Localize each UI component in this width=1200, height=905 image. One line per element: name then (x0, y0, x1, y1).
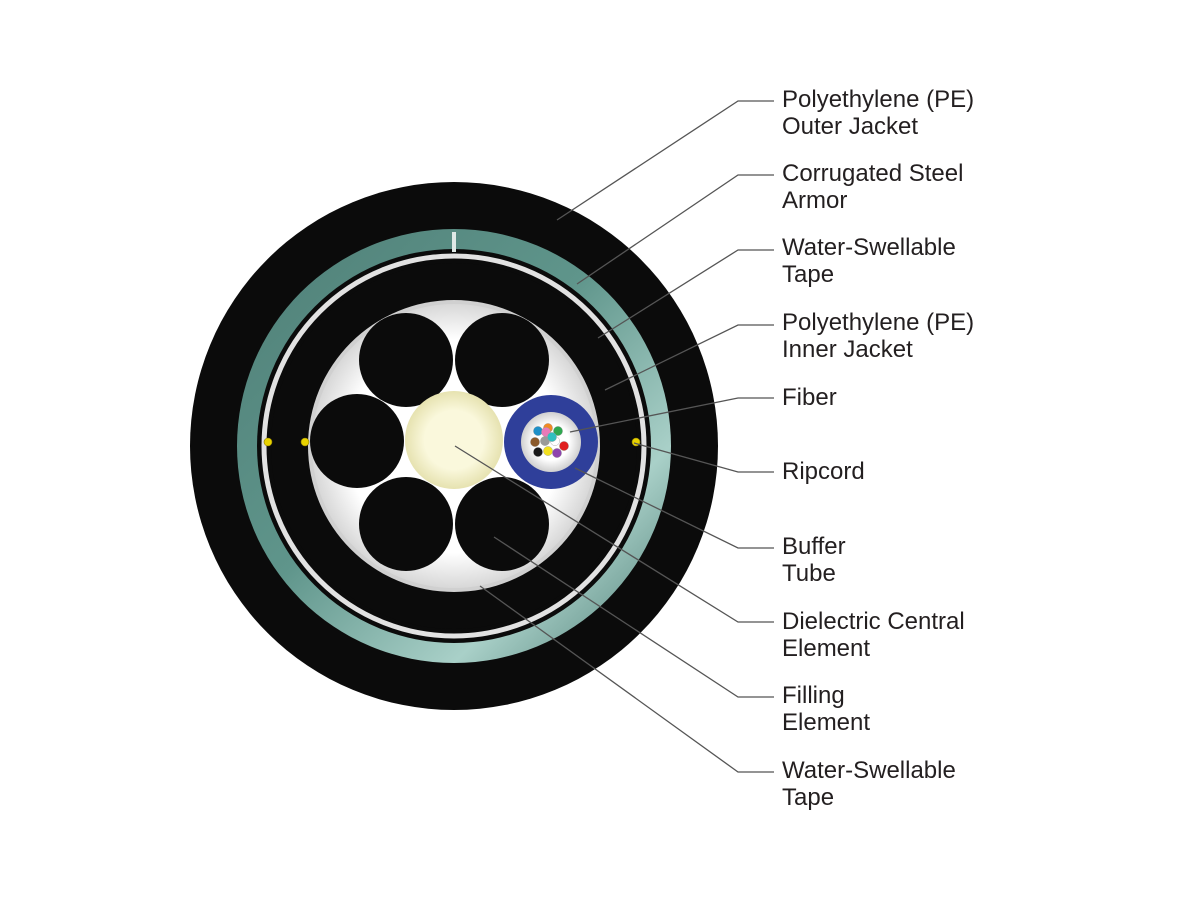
filling-element (359, 313, 453, 407)
label-line: Polyethylene (PE) (782, 309, 975, 336)
leader-line-ripcord (633, 442, 774, 473)
label-outer-jacket: Polyethylene (PE)Outer Jacket (782, 86, 974, 140)
label-ripcord: Ripcord (782, 458, 865, 485)
leader-line-central-element (454, 445, 774, 623)
label-inner-jacket: Polyethylene (PE)Inner Jacket (782, 309, 974, 363)
fiber (547, 432, 557, 442)
ripcords (263, 437, 641, 447)
fiber (543, 446, 553, 456)
label-line: Dielectric Central (782, 608, 965, 635)
filling-element (310, 394, 404, 488)
leader-line-fiber (569, 397, 774, 433)
fiber (530, 437, 540, 447)
leader-line-water-swellable-tape-inner (479, 585, 774, 773)
label-line: Tape (782, 261, 835, 288)
label-line: Filling (782, 682, 845, 709)
fiber (552, 448, 562, 458)
label-line: Element (782, 635, 871, 662)
fiber (559, 441, 569, 451)
leader-line-filling-element (493, 536, 774, 698)
label-line: Polyethylene (PE) (782, 86, 975, 113)
filling-element (455, 313, 549, 407)
leader-line-water-swellable-tape-outer (597, 249, 774, 339)
filling-element (455, 477, 549, 571)
filling-elements (310, 313, 549, 571)
label-line: Corrugated Steel (782, 160, 964, 187)
label-line: Outer Jacket (782, 113, 919, 140)
fiber (533, 426, 543, 436)
fibers (530, 423, 569, 458)
leader-line-outer-jacket (556, 100, 774, 221)
leader-line-inner-jacket (604, 324, 774, 391)
label-line: Fiber (782, 384, 837, 411)
filling-element (359, 477, 453, 571)
ripcord (263, 437, 273, 447)
label-line: Element (782, 709, 871, 736)
leader-line-buffer-tube (574, 467, 774, 549)
ripcord (300, 437, 310, 447)
label-line: Water-Swellable (782, 757, 956, 784)
fiber (533, 447, 543, 457)
label-line: Tape (782, 784, 835, 811)
dielectric-central-element (405, 391, 503, 489)
label-line: Water-Swellable (782, 234, 956, 261)
label-fiber: Fiber (782, 384, 837, 411)
label-line: Buffer (782, 533, 846, 560)
label-line: Inner Jacket (782, 336, 913, 363)
fiber (553, 426, 563, 436)
buffer-tube (504, 395, 598, 489)
leader-lines (454, 100, 774, 773)
leader-line-steel-armor (576, 174, 774, 285)
label-line: Tube (782, 560, 836, 587)
label-line: Ripcord (782, 458, 865, 485)
label-line: Armor (782, 187, 848, 214)
